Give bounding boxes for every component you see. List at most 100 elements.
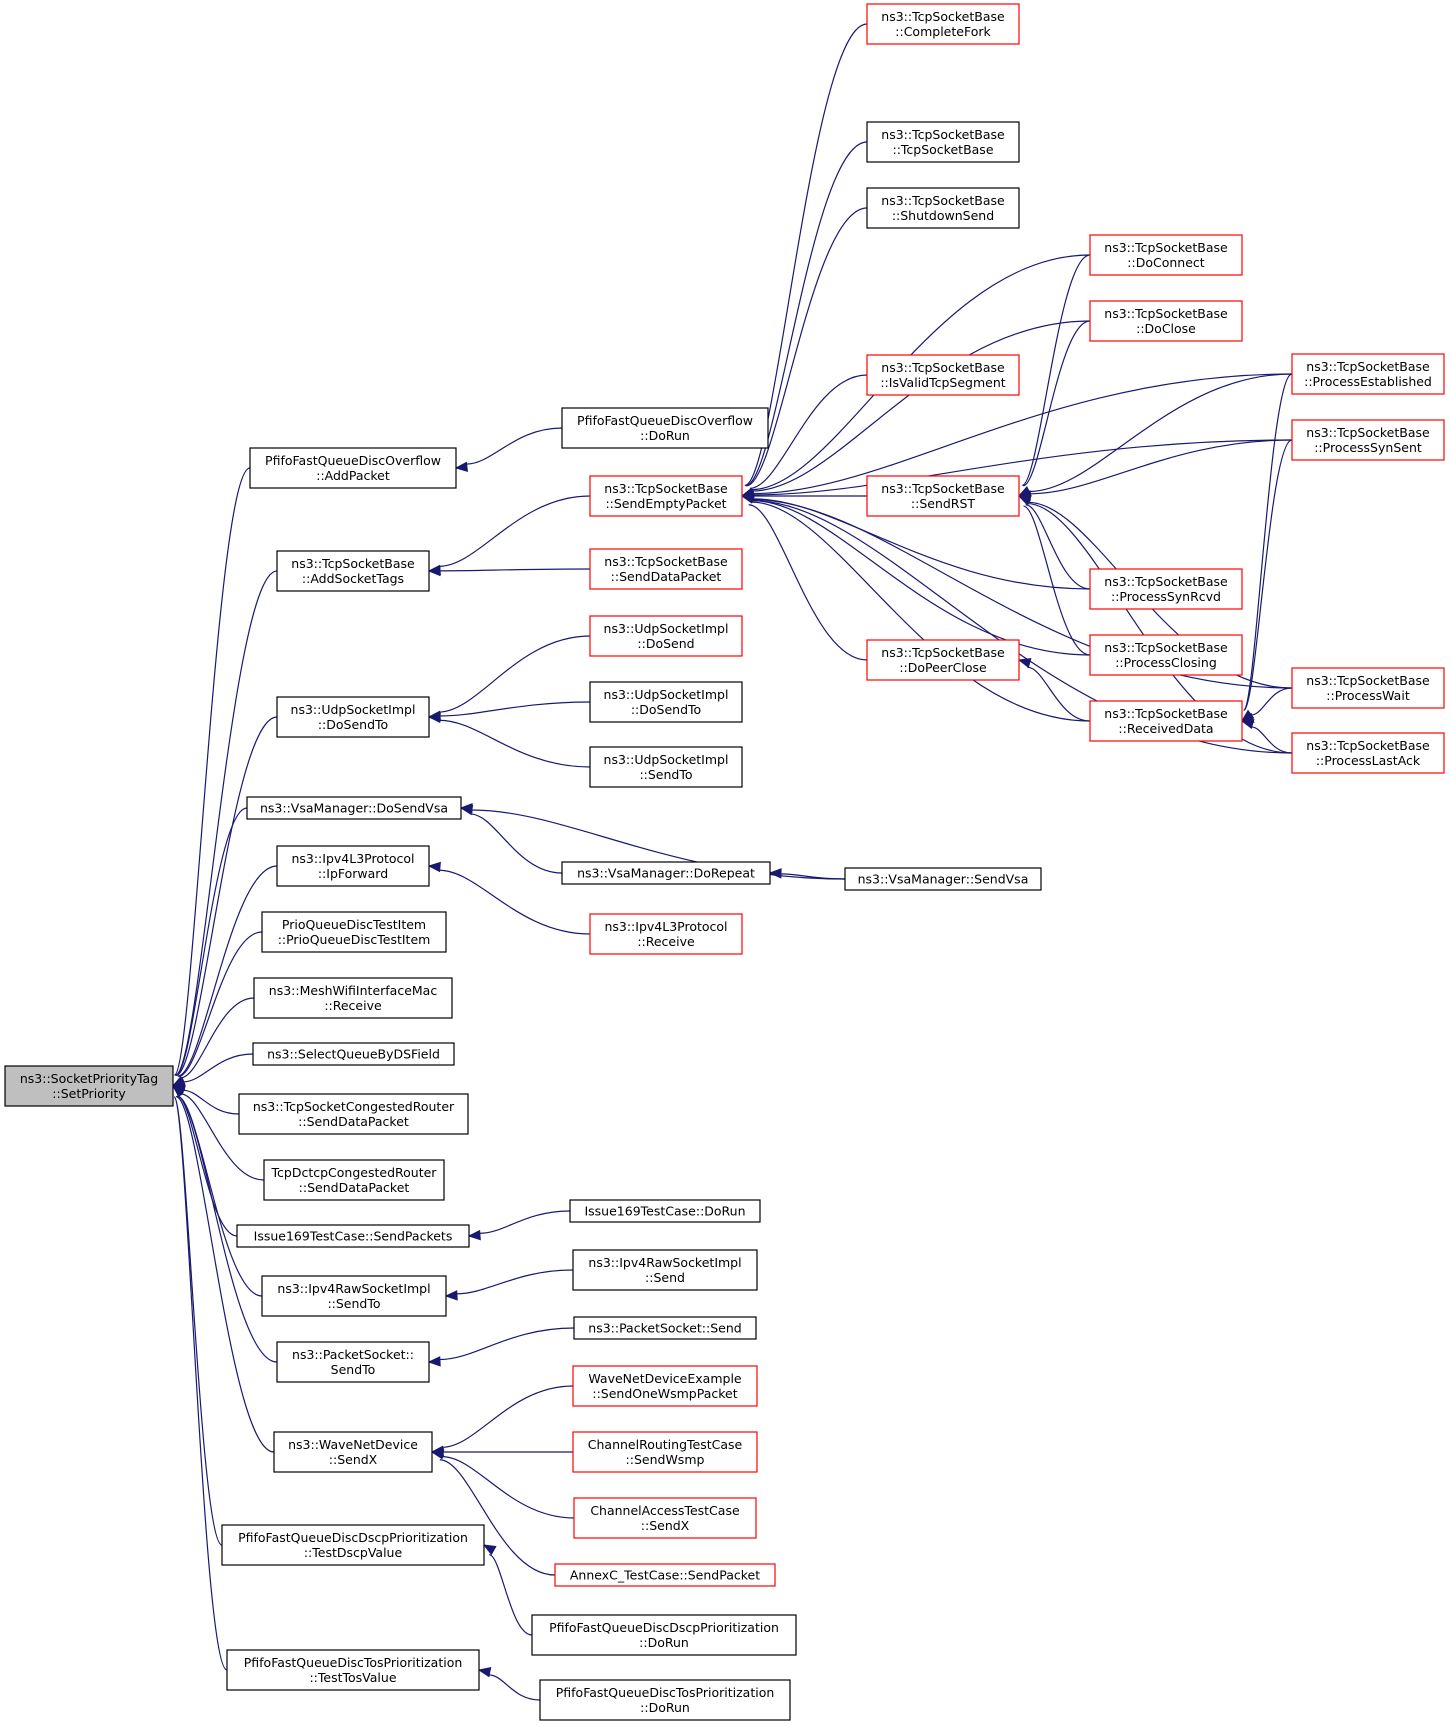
function-node-box: [866, 3, 1020, 45]
function-node-label: Issue169TestCase::DoRun: [584, 1204, 745, 1219]
function-node[interactable]: ns3::TcpSocketBase::ShutdownSend: [866, 187, 1020, 229]
function-node[interactable]: ns3::Ipv4RawSocketImpl::SendTo: [261, 1275, 447, 1317]
function-node-box: [1089, 300, 1243, 342]
function-node-box: [573, 1497, 757, 1539]
function-node[interactable]: ns3::TcpSocketCongestedRouter::SendDataP…: [238, 1093, 469, 1135]
function-node[interactable]: ns3::TcpSocketBase::AddSocketTags: [276, 550, 430, 592]
function-node[interactable]: ns3::SelectQueueByDSField: [252, 1042, 455, 1066]
function-node[interactable]: TcpDctcpCongestedRouter::SendDataPacket: [263, 1159, 445, 1201]
call-edge-arrowhead: [459, 802, 473, 814]
function-node-label: AnnexC_TestCase::SendPacket: [570, 1568, 760, 1583]
function-node[interactable]: ns3::TcpSocketBase::ProcessSynRcvd: [1089, 568, 1243, 610]
function-node[interactable]: Issue169TestCase::SendPackets: [236, 1224, 470, 1248]
call-edge: [183, 1089, 240, 1115]
function-node-box: [569, 1199, 761, 1223]
function-node-box: [866, 187, 1020, 229]
function-node[interactable]: PfifoFastQueueDiscOverflow::DoRun: [561, 407, 769, 449]
function-node[interactable]: ns3::TcpSocketBase::SendDataPacket: [589, 548, 743, 590]
function-node[interactable]: ns3::Ipv4L3Protocol::Receive: [589, 913, 743, 955]
function-node-label: ns3::TcpSocketBase: [1306, 738, 1430, 753]
function-node[interactable]: ChannelAccessTestCase::SendX: [573, 1497, 757, 1539]
function-node[interactable]: AnnexC_TestCase::SendPacket: [554, 1563, 776, 1587]
call-edge: [1023, 505, 1091, 656]
call-edge: [746, 207, 868, 487]
function-node-label: ::SendDataPacket: [611, 569, 722, 584]
function-node-label: ::TestTosValue: [309, 1670, 396, 1685]
function-node[interactable]: ns3::TcpSocketBase::DoClose: [1089, 300, 1243, 342]
call-edge: [180, 1093, 265, 1181]
call-edge: [175, 716, 278, 1077]
function-node-box: [221, 1524, 485, 1566]
function-node-box: [866, 354, 1020, 396]
function-node[interactable]: ns3::UdpSocketImpl::SendTo: [589, 746, 743, 788]
call-edge: [752, 499, 1091, 656]
function-node-label: ::Receive: [324, 998, 382, 1013]
function-node-label: ns3::MeshWifiInterfaceMac: [269, 983, 438, 998]
function-node-label: TcpDctcpCongestedRouter: [271, 1165, 438, 1180]
function-node[interactable]: ns3::VsaManager::SendVsa: [844, 867, 1042, 891]
function-node[interactable]: ns3::TcpSocketBase::ProcessLastAck: [1291, 732, 1445, 774]
function-node[interactable]: PfifoFastQueueDiscTosPrioritization::Tes…: [226, 1649, 480, 1691]
function-node-label: ::SendDataPacket: [298, 1114, 409, 1129]
function-node[interactable]: PrioQueueDiscTestItem::PrioQueueDiscTest…: [261, 911, 447, 953]
function-node[interactable]: ns3::MeshWifiInterfaceMac::Receive: [253, 977, 453, 1019]
call-edge: [175, 807, 248, 1076]
call-edge: [177, 865, 278, 1077]
function-node[interactable]: ChannelRoutingTestCase::SendWsmp: [572, 1431, 758, 1473]
call-edge: [441, 1385, 574, 1448]
call-edge: [470, 813, 563, 874]
function-node[interactable]: ns3::TcpSocketBase::ProcessClosing: [1089, 634, 1243, 676]
function-node-label: PfifoFastQueueDiscTosPrioritization: [244, 1655, 463, 1670]
function-node[interactable]: ns3::PacketSocket::Send: [573, 1316, 757, 1340]
call-edge-arrowhead: [467, 1229, 481, 1241]
function-node[interactable]: ns3::VsaManager::DoSendVsa: [246, 796, 462, 820]
function-node-label: ns3::Ipv4L3Protocol: [604, 919, 727, 934]
function-node[interactable]: ns3::TcpSocketBase::ProcessSynSent: [1291, 419, 1445, 461]
function-node[interactable]: WaveNetDeviceExample::SendOneWsmpPacket: [572, 1365, 758, 1407]
function-node[interactable]: PfifoFastQueueDiscTosPrioritization::DoR…: [539, 1679, 791, 1721]
function-node[interactable]: ns3::TcpSocketBase::DoPeerClose: [866, 639, 1020, 681]
function-node[interactable]: ns3::TcpSocketBase::ProcessEstablished: [1291, 353, 1445, 395]
call-edge: [1029, 373, 1293, 493]
call-edge: [173, 1096, 228, 1671]
call-edge: [466, 427, 563, 465]
function-node[interactable]: ns3::Ipv4RawSocketImpl::Send: [572, 1249, 758, 1291]
call-edge: [752, 373, 1293, 495]
function-node[interactable]: ns3::UdpSocketImpl::DoSend: [589, 615, 743, 657]
function-node[interactable]: PfifoFastQueueDiscOverflow::AddPacket: [249, 447, 457, 489]
function-node[interactable]: ns3::TcpSocketBase::CompleteFork: [866, 3, 1020, 45]
function-node[interactable]: ns3::WaveNetDevice::SendX: [273, 1431, 433, 1473]
function-node[interactable]: ns3::TcpSocketBase::TcpSocketBase: [866, 121, 1020, 163]
function-node-label: ns3::WaveNetDevice: [288, 1437, 418, 1452]
function-node[interactable]: ns3::VsaManager::DoRepeat: [561, 861, 771, 885]
function-node-label: ns3::TcpSocketBase: [604, 554, 728, 569]
function-node-box: [276, 845, 430, 887]
function-node[interactable]: ns3::TcpSocketBase::SendEmptyPacket: [589, 475, 743, 517]
function-node[interactable]: ns3::UdpSocketImpl::DoSendTo: [276, 696, 430, 738]
function-node-box: [263, 1159, 445, 1201]
function-node[interactable]: PfifoFastQueueDiscDscpPrioritization::Te…: [221, 1524, 485, 1566]
function-node[interactable]: ns3::TcpSocketBase::DoConnect: [1089, 234, 1243, 276]
function-node[interactable]: ns3::TcpSocketBase::SendRST: [866, 475, 1020, 517]
function-node-label: ::IsValidTcpSegment: [880, 375, 1005, 390]
function-node[interactable]: ns3::UdpSocketImpl::DoSendTo: [589, 681, 743, 723]
function-node[interactable]: ns3::PacketSocket::SendTo: [276, 1341, 430, 1383]
function-node[interactable]: ns3::TcpSocketBase::IsValidTcpSegment: [866, 354, 1020, 396]
call-edge: [488, 1674, 541, 1701]
function-node-box: [1291, 419, 1445, 461]
function-node-box: [1089, 568, 1243, 610]
call-edge: [176, 1095, 278, 1363]
call-edge: [1022, 320, 1091, 487]
call-edge: [1025, 504, 1091, 590]
call-edge-arrowhead: [171, 1085, 186, 1098]
function-node-label: PfifoFastQueueDiscDscpPrioritization: [549, 1620, 779, 1635]
function-node[interactable]: PfifoFastQueueDiscDscpPrioritization::Do…: [531, 1614, 797, 1656]
function-node[interactable]: ns3::Ipv4L3Protocol::IpForward: [276, 845, 430, 887]
function-node[interactable]: ns3::TcpSocketBase::ProcessWait: [1291, 667, 1445, 709]
function-node[interactable]: ns3::TcpSocketBase::ReceivedData: [1089, 700, 1243, 742]
function-node-box: [539, 1679, 791, 1721]
call-edge: [183, 1053, 254, 1083]
call-edge-arrowhead: [427, 712, 441, 723]
root-function-node: ns3::SocketPriorityTag::SetPriority: [4, 1065, 174, 1107]
function-node[interactable]: Issue169TestCase::DoRun: [569, 1199, 761, 1223]
